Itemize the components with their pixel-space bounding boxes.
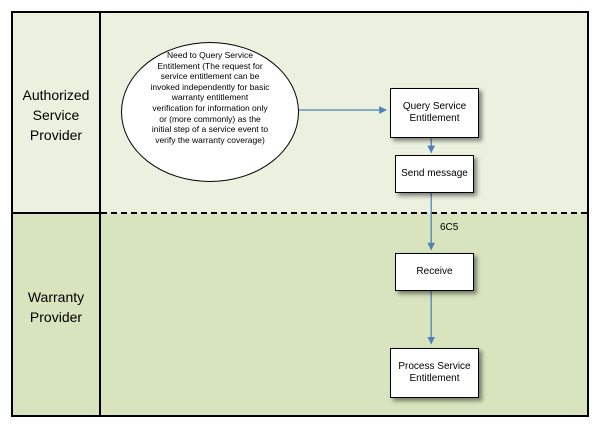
- ellipse-text-line: verification for information only: [152, 102, 268, 113]
- ellipse-text-line: warranty entitlement: [171, 92, 249, 103]
- box-text-line: Send message: [401, 168, 468, 179]
- query-service-entitlement-box: Query Service Entitlement: [390, 88, 479, 138]
- lane-divider-label-section: [13, 212, 101, 214]
- ellipse-text-line: invoked independently for basic: [150, 81, 270, 92]
- lane-warranty-provider: [13, 213, 587, 415]
- message-label-6c5: 6C5: [440, 222, 459, 233]
- need-query-ellipse-text: Need to Query Service Entitlement (The r…: [125, 50, 295, 145]
- lane-label-column: [13, 213, 101, 415]
- box-text-line: Process Service: [398, 361, 471, 372]
- box-text-line: Query Service: [402, 101, 467, 112]
- lane-label-column: [13, 13, 101, 213]
- ellipse-text-line: Entitlement (The request for: [157, 60, 263, 71]
- ellipse-text-line: service entitlement can be: [160, 71, 260, 82]
- lane-label-line: Service: [32, 107, 80, 123]
- ellipse-text-line: verify the warranty coverage): [155, 134, 265, 145]
- lane-label-authorized-service-provider: Authorized Service Provider: [13, 85, 99, 145]
- lane-label-warranty-provider: Warranty Provider: [13, 287, 99, 327]
- lane-authorized-service-provider: [13, 13, 587, 213]
- lane-divider-dashed: [101, 212, 587, 214]
- box-text-line: Entitlement: [409, 373, 460, 384]
- ellipse-text-line: or (more commonly) as the: [159, 113, 261, 124]
- box-text-line: Entitlement: [409, 113, 460, 124]
- send-message-box: Send message: [395, 155, 474, 193]
- need-query-ellipse: [121, 42, 299, 182]
- lane-label-line: Warranty: [27, 289, 85, 305]
- process-service-entitlement-box: Process Service Entitlement: [390, 348, 479, 398]
- lane-label-line: Authorized: [22, 87, 90, 103]
- lane-label-line: Provider: [29, 127, 83, 143]
- ellipse-text-line: initial step of a service event to: [151, 124, 269, 135]
- ellipse-text-line: Need to Query Service: [167, 50, 253, 60]
- receive-box: Receive: [395, 253, 474, 291]
- box-text-line: Receive: [416, 266, 453, 277]
- lane-label-line: Provider: [29, 309, 83, 325]
- swimlane-diagram: Authorized Service Provider Warranty Pro…: [11, 11, 589, 417]
